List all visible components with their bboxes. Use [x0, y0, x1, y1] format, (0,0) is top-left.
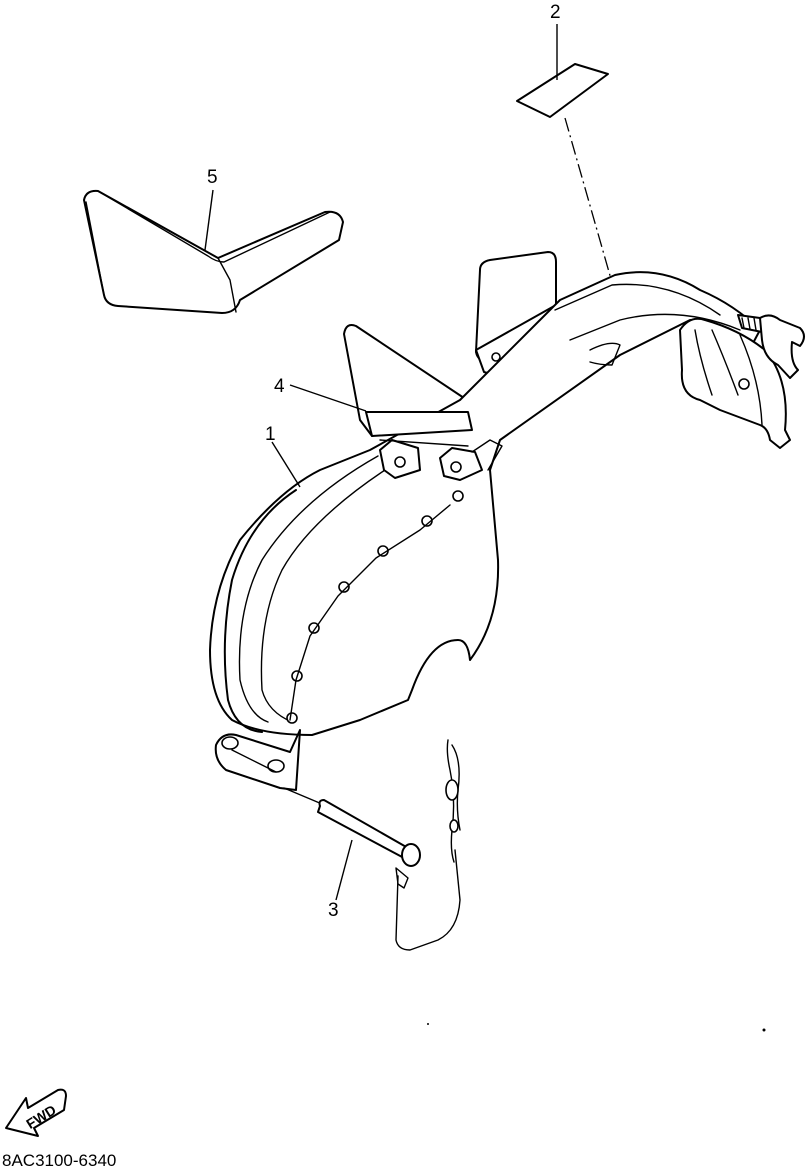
part-4-label	[289, 384, 473, 437]
callout-2: 2	[550, 2, 561, 23]
fwd-arrow-icon: FWD	[5, 1088, 67, 1137]
part-5-pad	[83, 189, 344, 314]
part-2-decal	[516, 24, 618, 301]
callout-3: 3	[328, 900, 339, 921]
part-1-fender	[209, 251, 805, 805]
callout-5: 5	[207, 167, 218, 188]
mud-flap	[395, 849, 461, 951]
callout-1: 1	[265, 424, 276, 445]
part-3-pin	[317, 799, 421, 901]
rear-bolt	[737, 314, 805, 379]
diagram-code: 8AC3100-6340	[2, 1151, 116, 1170]
callout-4: 4	[274, 376, 285, 397]
cotter-clip	[445, 739, 461, 863]
